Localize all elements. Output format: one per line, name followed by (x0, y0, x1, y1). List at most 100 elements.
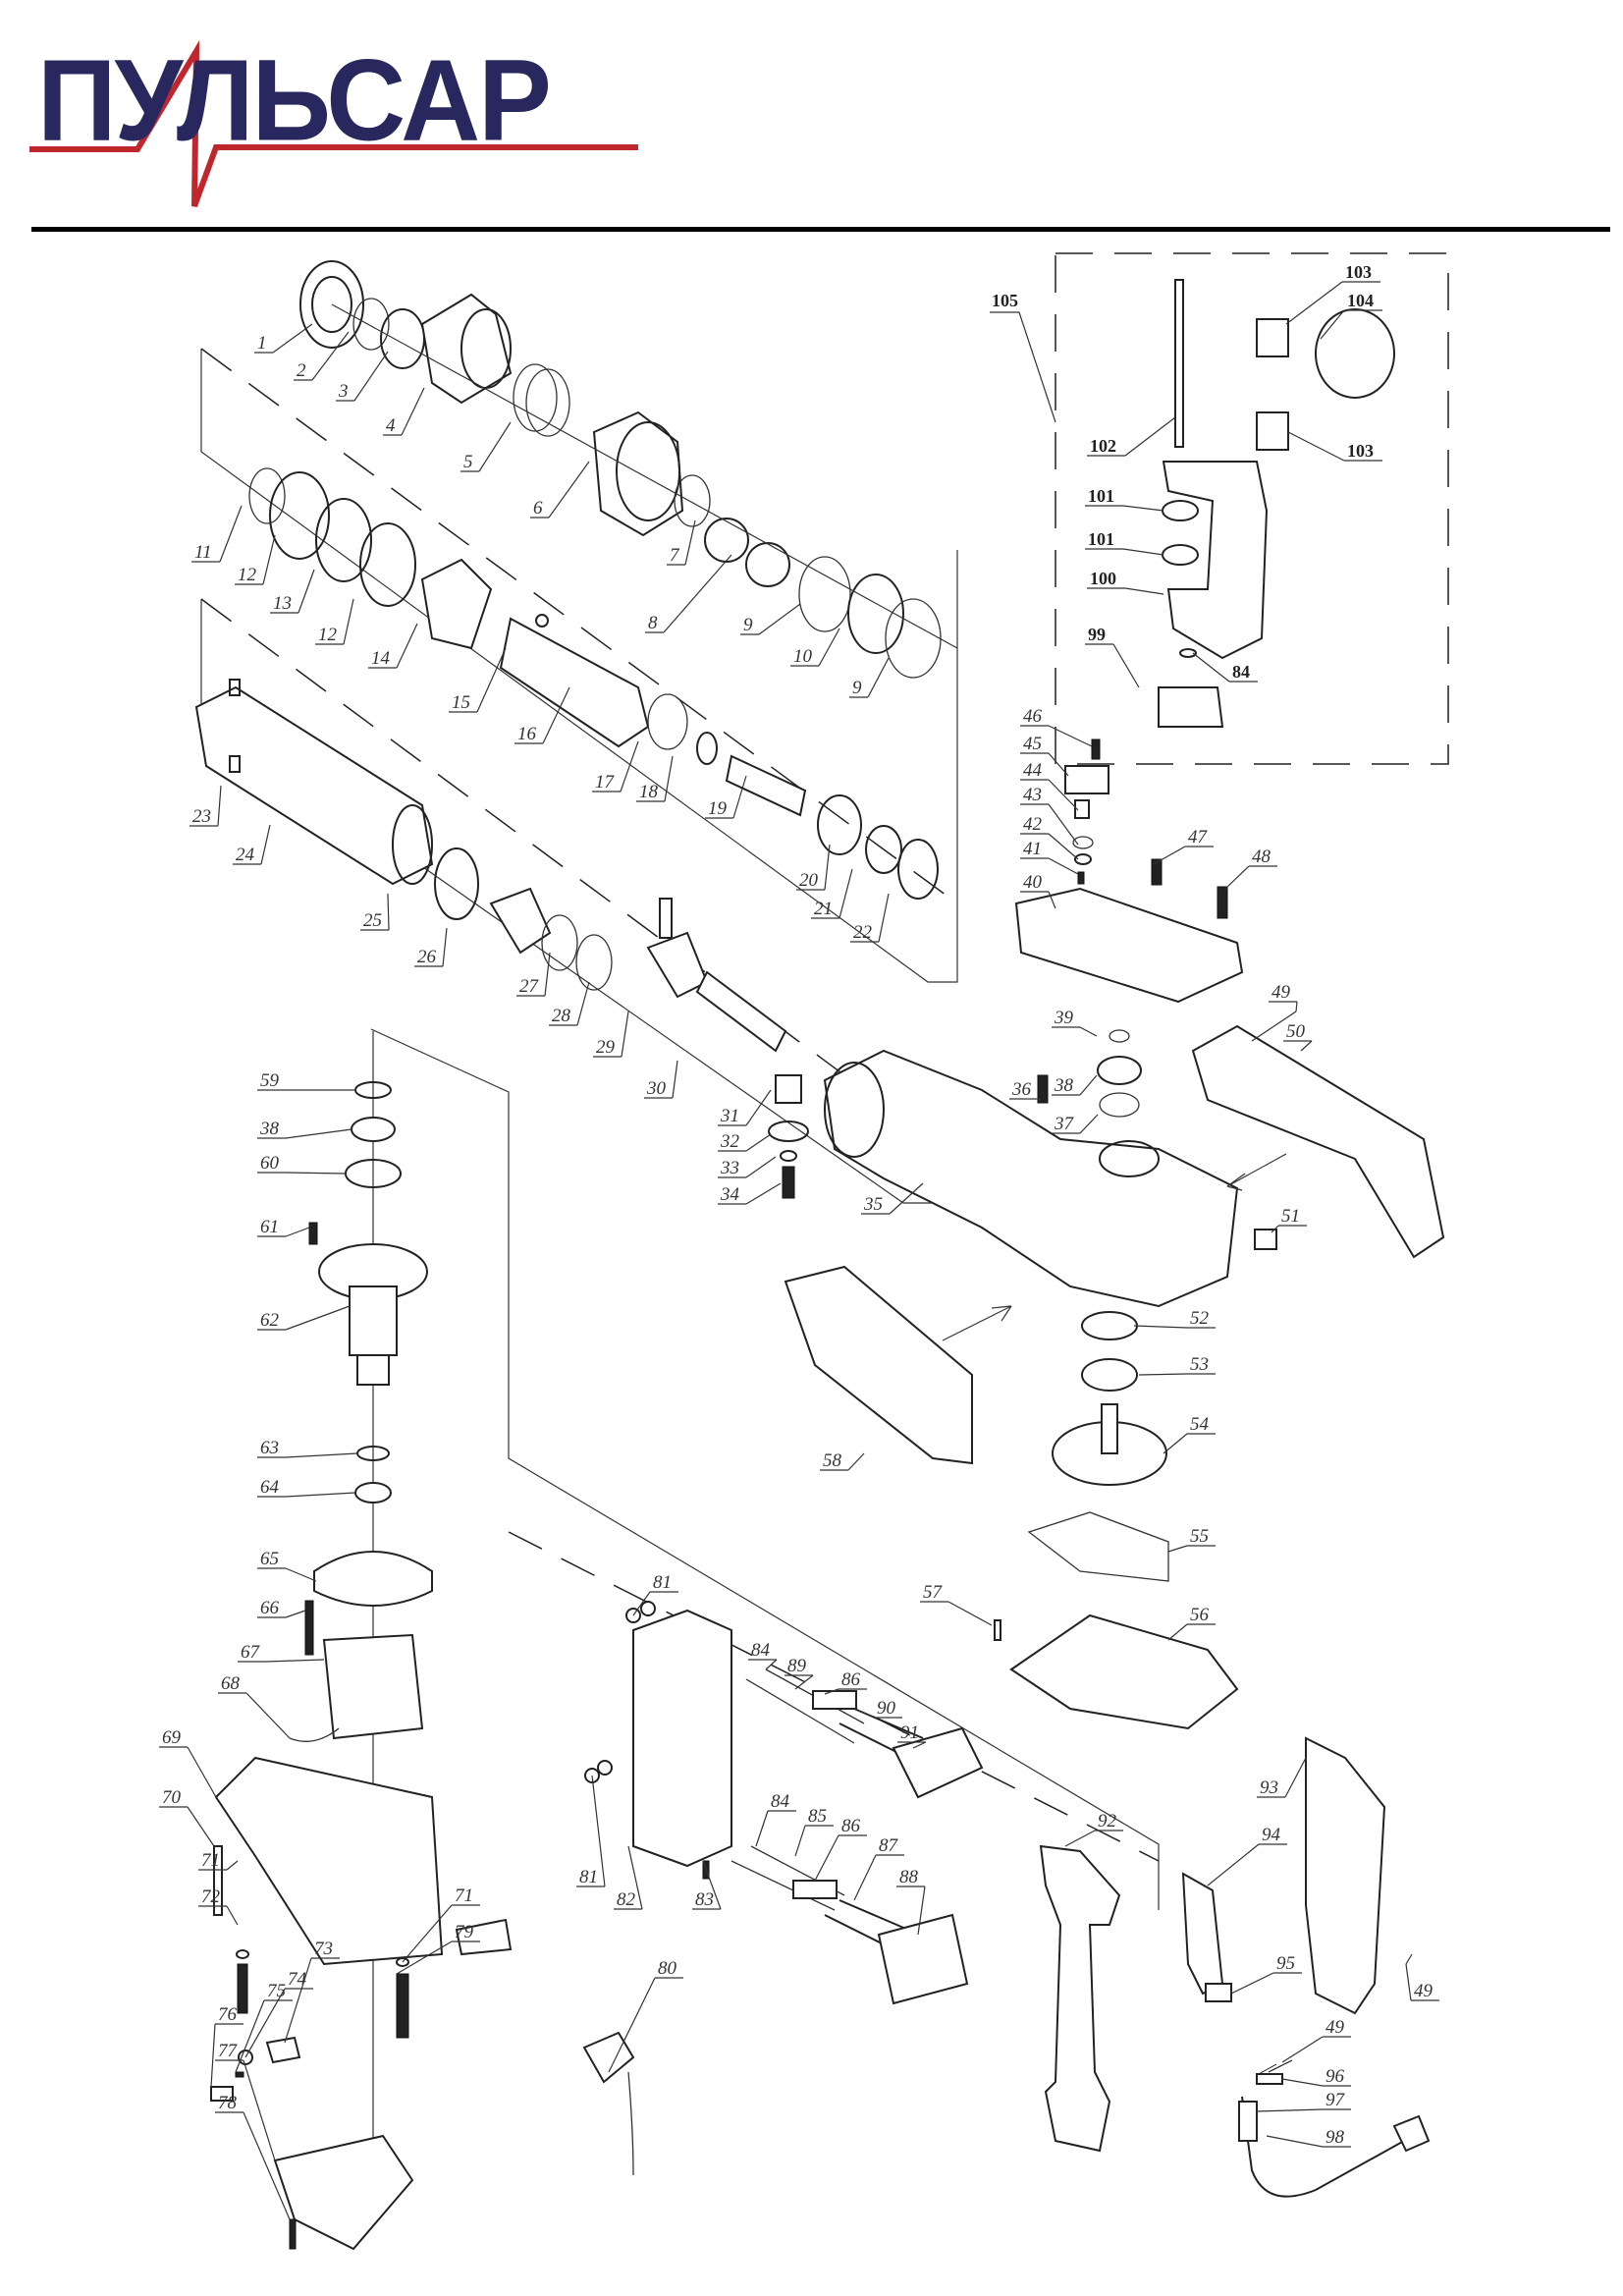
callout-leader-line (1281, 2078, 1324, 2087)
callout-label: 36 (1011, 1079, 1032, 1100)
callout-35: 35 (861, 1182, 924, 1215)
callout-leader-line (476, 647, 507, 713)
part-circlip-9a (798, 556, 851, 632)
part-block-45 (1064, 765, 1109, 794)
callout-leader-line (867, 657, 890, 698)
callout-5: 5 (460, 421, 512, 472)
callout-60: 60 (257, 1153, 347, 1175)
callout-80: 80 (608, 1958, 683, 2073)
callout-label: 7 (670, 545, 680, 566)
part-screw-49 (1251, 1011, 1297, 1042)
callout-77: 77 (215, 2041, 276, 2161)
callout-label: 77 (218, 2041, 239, 2061)
callout-leader-line (1295, 1001, 1298, 1012)
callout-94: 94 (1207, 1825, 1287, 1886)
callout-32: 32 (718, 1131, 772, 1152)
callout-label: 9 (743, 615, 753, 635)
dashed-axis-cylinder (200, 598, 958, 1160)
callout-leader-line (1112, 643, 1140, 688)
group-boundary-chuck (200, 349, 958, 983)
callout-81: 81 (576, 1775, 606, 1887)
callout-leader-line (226, 1860, 239, 1871)
callout-leader-line (732, 775, 747, 819)
callout-leader-line (1256, 2108, 1324, 2112)
callout-12: 12 (235, 534, 276, 585)
callout-33: 33 (718, 1156, 777, 1178)
callout-52: 52 (1133, 1308, 1216, 1329)
callout-leader-line (591, 1775, 606, 1887)
callout-label: 24 (236, 845, 255, 865)
callout-leader-line (794, 1674, 814, 1690)
callout-label: 89 (787, 1656, 807, 1676)
part-washer-12b (359, 522, 416, 607)
callout-leader-line (260, 824, 271, 865)
part-cylinder-24 (194, 685, 434, 886)
callout-label: 70 (162, 1787, 182, 1808)
callout-55: 55 (1167, 1526, 1216, 1553)
callout-leader-line (262, 534, 276, 585)
part-sleeve-14 (420, 558, 493, 650)
callout-leader-line (847, 1452, 865, 1471)
callout-43: 43 (1020, 785, 1079, 846)
callout-label: 54 (1190, 1414, 1210, 1435)
callout-leader-line (1048, 752, 1069, 777)
cylinder-parts (194, 679, 809, 1199)
callout-leader-line (1271, 1225, 1279, 1233)
callout-leader-line (285, 1567, 317, 1582)
part-spring-5b (525, 368, 570, 437)
callout-leader-line (1124, 416, 1176, 457)
part-ring-27a (541, 914, 578, 971)
callout-leader-line (548, 461, 590, 519)
callout-56: 56 (1167, 1605, 1216, 1641)
callout-29: 29 (593, 1011, 629, 1058)
callout-label: 27 (519, 976, 540, 997)
part-bushing-20 (817, 794, 862, 855)
callout-91: 91 (897, 1722, 927, 1749)
callout-leader-line (1079, 1114, 1099, 1134)
callout-leader-line (1207, 1843, 1260, 1886)
part-screw-78 (289, 2218, 297, 2250)
callout-leader-line (912, 1741, 927, 1749)
callout-label: 12 (318, 625, 338, 645)
callout-label: 71 (455, 1886, 473, 1906)
callout-8: 8 (645, 554, 732, 633)
part-band-104 (1315, 308, 1395, 399)
part-seal-13 (315, 498, 372, 582)
callout-label: 49 (1325, 2017, 1345, 2038)
callout-102: 102 (1087, 416, 1176, 457)
part-bushing-26 (489, 887, 552, 955)
callout-leader-line (627, 1845, 643, 1910)
callout-54: 54 (1163, 1414, 1216, 1454)
callout-7: 7 (667, 519, 696, 566)
callout-88: 88 (896, 1867, 926, 1936)
callout-label: 87 (879, 1835, 899, 1856)
part-chuck-sleeve-4 (420, 293, 513, 405)
callout-86: 86 (814, 1816, 867, 1882)
callout-leader-line (664, 755, 674, 802)
part-plate-86a (812, 1690, 857, 1710)
callout-leader-line (818, 628, 840, 667)
part-sleeve-6 (592, 410, 684, 537)
part-washer-22 (897, 839, 939, 900)
part-wire-68 (289, 1727, 340, 1742)
callout-76: 76 (210, 2004, 243, 2088)
callout-9: 9 (740, 603, 801, 635)
part-gear-housing-barrel (824, 1062, 885, 1158)
callout-leader-line (387, 893, 390, 931)
callout-leader-line (947, 1601, 993, 1626)
callout-label: 93 (1260, 1777, 1278, 1798)
callout-label: 57 (923, 1582, 944, 1603)
callout-label: 78 (218, 2093, 238, 2113)
part-switch-51 (1254, 1229, 1277, 1250)
callout-96: 96 (1281, 2066, 1351, 2087)
part-washer-33 (780, 1150, 797, 1162)
callout-leader-line (284, 1957, 312, 2044)
part-washer-71a (236, 1949, 249, 1959)
callout-label: 29 (596, 1037, 616, 1058)
part-ring-43 (1072, 836, 1094, 849)
callout-label: 61 (260, 1217, 279, 1237)
callout-label: 74 (288, 1969, 307, 1990)
part-ring-2 (352, 298, 390, 351)
callout-label: 86 (841, 1669, 861, 1690)
callout-label: 83 (695, 1889, 714, 1910)
